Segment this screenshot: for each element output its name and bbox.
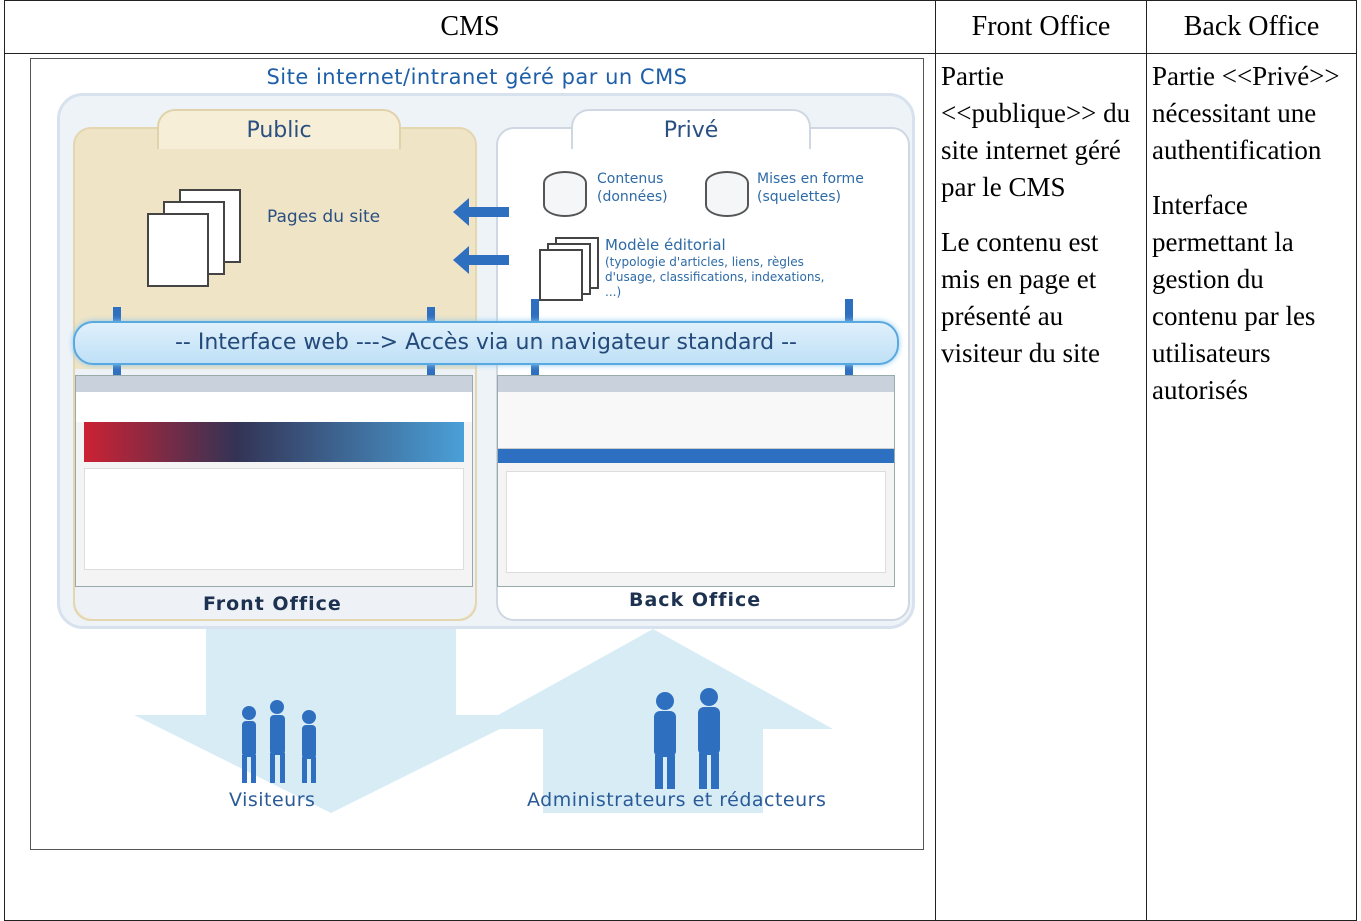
arrow-left-icon: [453, 246, 509, 274]
public-tab-label: Public: [157, 109, 401, 149]
up-arrow-admins: [473, 629, 833, 813]
private-tab-label: Privé: [571, 109, 811, 149]
back-office-cell: Partie <<Privé>> nécessitant une authent…: [1146, 53, 1357, 921]
contenus-subtitle: (données): [597, 189, 668, 205]
cms-diagram: Site internet/intranet géré par un CMS P…: [30, 58, 924, 850]
site-banner: [84, 422, 464, 462]
admin-toolbar: [498, 392, 894, 449]
admin-content: [506, 471, 886, 573]
site-content: [84, 468, 464, 570]
modele-title: Modèle éditorial: [605, 236, 726, 254]
browser-toolbar: [76, 376, 472, 392]
mises-title: Mises en forme: [757, 171, 864, 187]
document-stack-icon: [539, 249, 583, 301]
header-back-office: Back Office: [1146, 0, 1357, 54]
page-stack-icon: [147, 213, 209, 287]
pages-label: Pages du site: [267, 207, 381, 227]
arrow-left-icon: [453, 198, 509, 226]
interface-web-label: -- Interface web ---> Accès via un navig…: [174, 330, 797, 355]
admin-menu-bar: [498, 449, 894, 463]
down-arrow-visitors: [134, 629, 528, 813]
administrators-label: Administrateurs et rédacteurs: [527, 789, 827, 811]
flow-arrows-icon: [134, 629, 833, 813]
visitors-figures-icon: [242, 700, 316, 783]
modele-subtitle: (typologie d'articles, liens, règles d'u…: [605, 255, 825, 299]
mises-subtitle: (squelettes): [757, 189, 841, 205]
contenus-title: Contenus: [597, 171, 664, 187]
front-office-content: Le contenu est mis en page et présenté a…: [941, 227, 1100, 368]
header-cms: CMS: [4, 0, 936, 54]
database-icon: [543, 171, 587, 217]
back-office-description: Partie <<Privé>> nécessitant une authent…: [1152, 61, 1340, 165]
front-office-cell: Partie <<publique>> du site internet gér…: [935, 53, 1147, 921]
front-office-label: Front Office: [203, 593, 342, 615]
back-office-screenshot: [497, 375, 895, 587]
back-office-label: Back Office: [629, 589, 762, 611]
browser-toolbar: [498, 376, 894, 392]
back-office-interface: Interface permettant la gestion du conte…: [1152, 190, 1316, 405]
front-office-screenshot: [75, 375, 473, 587]
database-icon: [705, 171, 749, 217]
front-office-description: Partie <<publique>> du site internet gér…: [941, 61, 1131, 202]
diagram-title: Site internet/intranet géré par un CMS: [266, 65, 688, 89]
administrators-figures-icon: [654, 688, 720, 789]
site-header: [76, 392, 472, 422]
visitors-label: Visiteurs: [229, 789, 316, 811]
interface-web-band: -- Interface web ---> Accès via un navig…: [73, 321, 899, 365]
header-front-office: Front Office: [935, 0, 1147, 54]
